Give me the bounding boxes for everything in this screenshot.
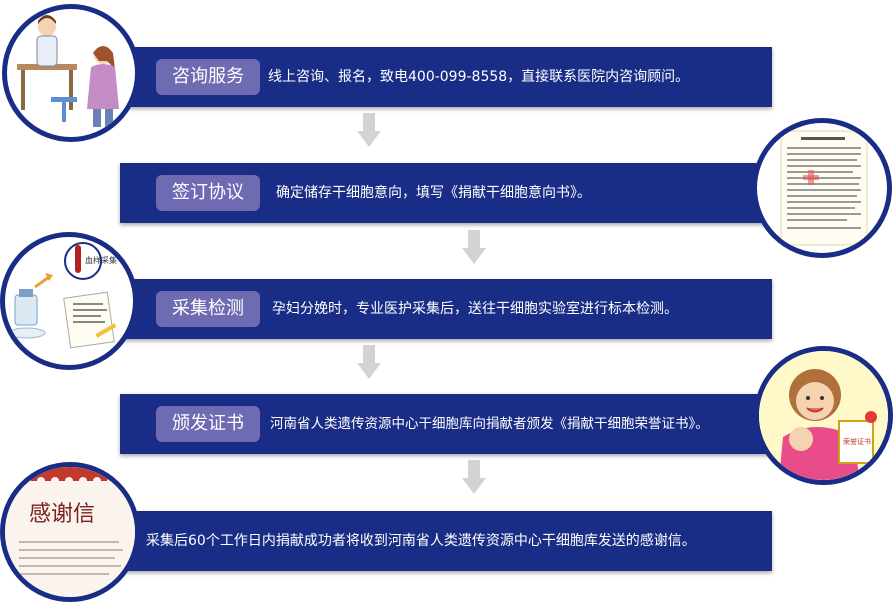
down-arrow-icon — [357, 345, 381, 379]
step-title-consult: 咨询服务 — [156, 59, 260, 95]
agreement-document-image — [752, 118, 892, 258]
certificate-label: 荣誉证书 — [843, 437, 871, 446]
step-desc-collection: 孕妇分娩时，专业医护采集后，送往干细胞实验室进行标本检测。 — [272, 301, 678, 317]
sample-collection-illustration: 血样采集 — [0, 232, 138, 370]
step-band-certificate: 颁发证书 河南省人类遗传资源中心干细胞库向捐献者颁发《捐献干细胞荣誉证书》。 — [120, 394, 772, 454]
step-desc-agreement: 确定储存干细胞意向，填写《捐献干细胞意向书》。 — [276, 185, 591, 201]
step-band-thanks: 采集后60个工作日内捐献成功者将收到河南省人类遗传资源中心干细胞库发送的感谢信。 — [120, 511, 772, 571]
down-arrow-icon — [357, 113, 381, 147]
step-band-agreement: 签订协议 确定储存干细胞意向，填写《捐献干细胞意向书》。 — [120, 163, 772, 223]
step-title-agreement: 签订协议 — [156, 175, 260, 211]
down-arrow-icon — [462, 460, 486, 494]
step-title-certificate: 颁发证书 — [156, 406, 260, 442]
sample-label: 血样采集 — [85, 255, 117, 265]
step-desc-thanks: 采集后60个工作日内捐献成功者将收到河南省人类遗传资源中心干细胞库发送的感谢信。 — [146, 533, 696, 549]
step-title-collection: 采集检测 — [156, 291, 260, 327]
step-band-collection: 采集检测 孕妇分娩时，专业医护采集后，送往干细胞实验室进行标本检测。 — [120, 279, 772, 339]
step-band-consult: 咨询服务 线上咨询、报名，致电400-099-8558，直接联系医院内咨询顾问。 — [120, 47, 772, 107]
step-desc-certificate: 河南省人类遗传资源中心干细胞库向捐献者颁发《捐献干细胞荣誉证书》。 — [270, 416, 709, 432]
thank-you-letter-image: 感谢信 — [0, 462, 140, 602]
step-desc-consult: 线上咨询、报名，致电400-099-8558，直接联系医院内咨询顾问。 — [268, 69, 690, 85]
thanks-letter-title: 感谢信 — [29, 502, 95, 527]
down-arrow-icon — [462, 230, 486, 264]
consultation-illustration — [2, 4, 140, 142]
certificate-illustration: 荣誉证书 — [754, 346, 893, 485]
